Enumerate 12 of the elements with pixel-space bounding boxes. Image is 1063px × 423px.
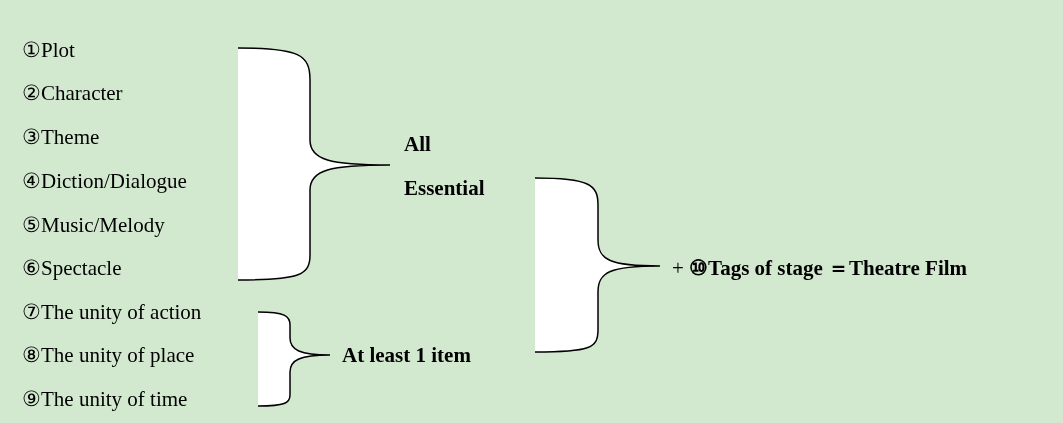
list-item-text: ⑦The unity of action: [22, 300, 202, 324]
list-item-text: ①Plot: [22, 38, 75, 62]
list-item-text: ④Diction/Dialogue: [22, 169, 187, 193]
list-item-text: ③Theme: [22, 125, 100, 149]
list-item-text: ⑤Music/Melody: [22, 213, 165, 237]
list-item-text: ⑥Spectacle: [22, 256, 122, 280]
list-item-text: ⑧The unity of place: [22, 343, 195, 367]
list-item-text: ⑨The unity of time: [22, 387, 188, 411]
equation-text: + ⑩Tags of stage ＝Theatre Film: [672, 256, 968, 280]
group-label: All Essential: [404, 131, 486, 202]
list-item-text: ②Character: [22, 81, 123, 105]
group-label: At least 1 item: [342, 343, 471, 367]
